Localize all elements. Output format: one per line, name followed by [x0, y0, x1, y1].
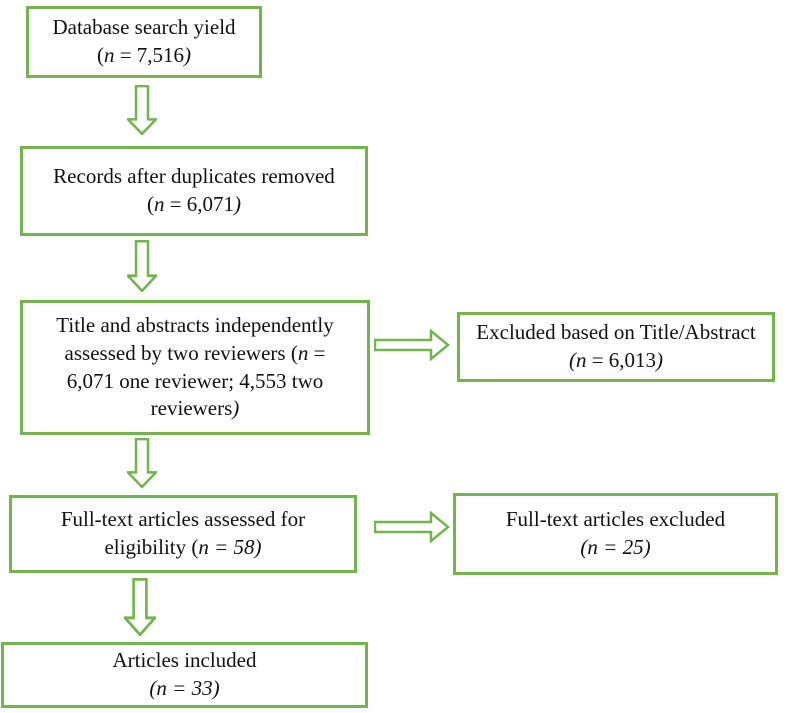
flow-box-database-search: Database search yield(n = 7,516) — [26, 6, 262, 78]
arrow-down-icon — [127, 240, 157, 292]
flow-box-fulltext-excluded: Full-text articles excluded(n = 25) — [453, 493, 778, 575]
flow-box-fulltext-excluded-label: Full-text articles excluded(n = 25) — [505, 507, 726, 559]
flow-box-database-search-label: Database search yield(n = 7,516) — [52, 15, 236, 67]
flow-box-duplicates-removed: Records after duplicates removed(n = 6,0… — [20, 146, 368, 236]
flow-box-articles-included: Articles included(n = 33) — [1, 642, 368, 708]
flow-box-duplicates-removed-label: Records after duplicates removed(n = 6,0… — [53, 164, 335, 216]
arrow-down-icon — [124, 578, 156, 636]
arrow-right-icon — [374, 511, 450, 543]
arrow-down-icon — [127, 438, 157, 488]
flow-box-articles-included-label: Articles included(n = 33) — [112, 648, 257, 700]
arrow-right-icon — [374, 329, 450, 361]
flow-box-excluded-title-abstract-label: Excluded based on Title/Abstract(n = 6,0… — [476, 320, 756, 372]
arrow-down-icon — [127, 85, 157, 135]
flow-box-excluded-title-abstract: Excluded based on Title/Abstract(n = 6,0… — [457, 312, 775, 382]
